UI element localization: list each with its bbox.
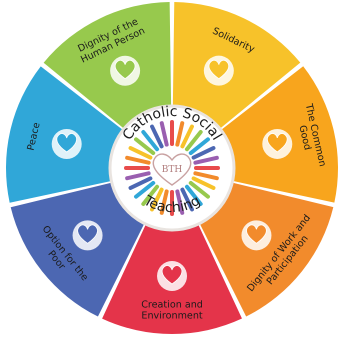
hub-title-bottom: Teaching [140, 192, 203, 216]
hub-rainbow-rays [124, 120, 220, 216]
segment-icons [51, 55, 293, 291]
segment-dignity-of-work [199, 182, 334, 317]
hub-heart-icon [152, 153, 192, 186]
segment-solidarity [172, 2, 301, 129]
wheel-segments [6, 2, 338, 334]
laptop-tools-icon [241, 220, 272, 251]
hub-monogram: BTH [162, 165, 183, 175]
watering-can-plants-icon [157, 261, 188, 291]
heart-in-hands-icon [110, 55, 141, 86]
globe-in-hands-icon [262, 128, 293, 159]
segment-dignity-human-person [43, 2, 172, 129]
heart-house-icon [72, 220, 103, 251]
segment-option-for-poor [10, 182, 145, 317]
hub: BTH Catholic Social Teaching [108, 104, 236, 232]
hands-together-icon [203, 55, 234, 86]
dove-icon [51, 128, 82, 159]
